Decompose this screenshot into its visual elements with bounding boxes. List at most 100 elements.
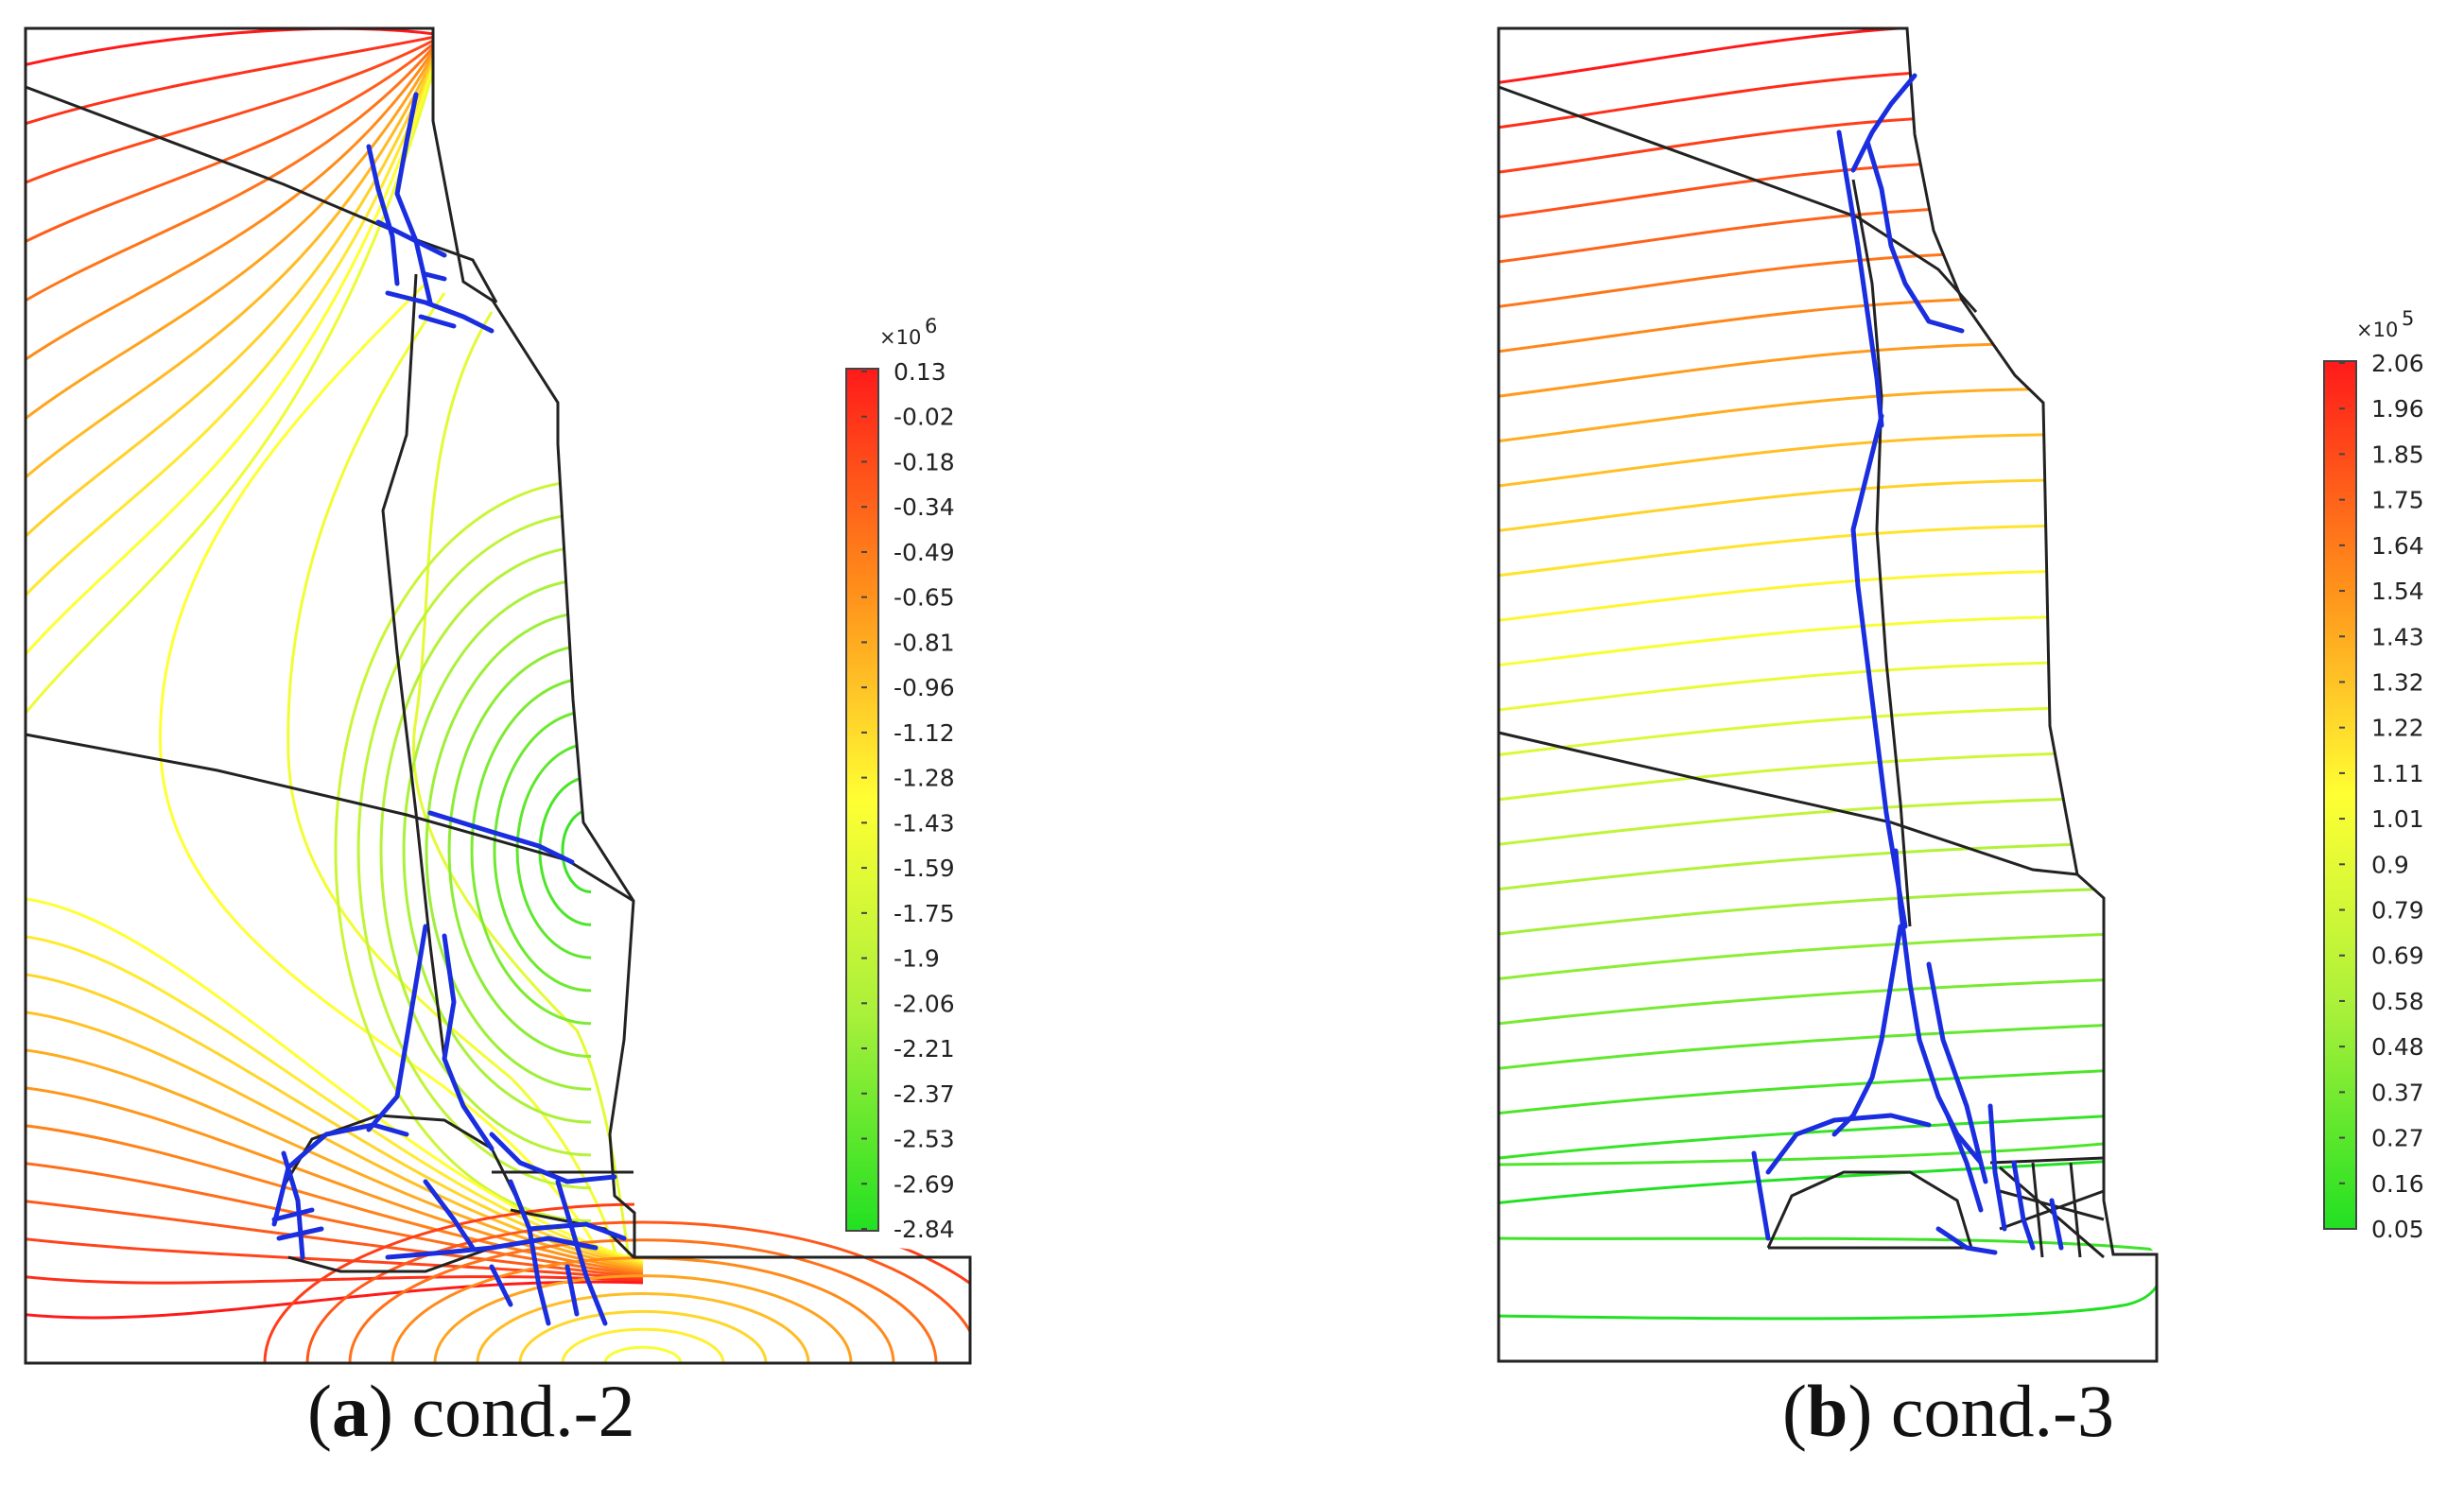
colorbar-tick-label: -1.43 — [894, 809, 955, 837]
contour-line — [1499, 569, 2119, 623]
contour-line — [561, 1327, 725, 1363]
contour-line — [26, 50, 437, 425]
contour-line — [1499, 387, 2119, 443]
contour-line — [1499, 751, 2119, 802]
colorbar-tick-label: 1.85 — [2371, 441, 2424, 468]
crack-paths-b — [1751, 73, 2064, 1255]
contour-line — [1499, 796, 2119, 847]
colorbar-tick-label: 0.13 — [894, 358, 946, 386]
contour-line — [1499, 841, 2119, 891]
contour-line — [1499, 887, 2119, 937]
colorbar-tick-label: 0.27 — [2371, 1125, 2424, 1152]
contour-line — [286, 292, 621, 1268]
contour-line — [26, 1274, 644, 1285]
contour-line — [1499, 433, 2119, 489]
contour-line — [447, 644, 592, 1058]
structure-outline-b — [1497, 26, 2159, 1363]
colorbar-tick-label: -2.53 — [894, 1126, 955, 1153]
contour-line — [26, 35, 436, 128]
contour-line — [1499, 251, 2119, 309]
colorbar-tick-label: 1.43 — [2371, 623, 2424, 650]
colorbar-tick-label: 0.79 — [2371, 897, 2424, 924]
contour-line — [411, 311, 631, 1258]
contour-line — [26, 972, 644, 1268]
contour-line — [334, 479, 592, 1222]
contour-line — [1499, 478, 2119, 533]
contour-line — [26, 896, 644, 1264]
contour-line — [26, 1123, 644, 1275]
contour-line — [476, 1292, 810, 1363]
colorbar-tick-label: -0.96 — [894, 674, 955, 701]
caption-text-a: cond.-2 — [411, 1370, 635, 1452]
colorbar-tick-label: 0.05 — [2371, 1216, 2424, 1243]
colorbar-multiplier-a: ×10 — [879, 326, 921, 349]
caption-b: (b) cond.-3 — [1782, 1370, 2114, 1452]
colorbar-tick-label: 2.06 — [2371, 350, 2424, 377]
contour-line — [26, 64, 437, 722]
colorbar-tick-label: -1.28 — [894, 765, 955, 792]
contour-line — [515, 742, 592, 959]
colorbar-multiplier-b: ×10 — [2356, 319, 2398, 341]
colorbar-tick-label: 1.22 — [2371, 715, 2424, 742]
crack-paths-a — [271, 92, 627, 1326]
contour-line — [379, 544, 592, 1157]
colorbar-tick-label: 1.11 — [2371, 760, 2424, 787]
contour-line — [1499, 977, 2119, 1026]
contour-line — [1499, 1142, 2105, 1166]
contour-line — [26, 41, 436, 247]
caption-a: (a) cond.-2 — [307, 1370, 635, 1452]
contour-line — [1499, 1253, 2157, 1321]
contour-line — [561, 808, 592, 893]
contour-line — [159, 282, 607, 1268]
caption-letter-a: a — [331, 1370, 369, 1452]
colorbar-tick-label: -0.02 — [894, 404, 955, 431]
colorbar-tick-label: -0.65 — [894, 584, 955, 612]
colorbar-tick-label: -0.18 — [894, 448, 955, 475]
contour-line — [518, 1309, 768, 1363]
contour-line — [1499, 204, 2119, 265]
colorbar-tick-label: 1.64 — [2371, 532, 2424, 560]
colorbar-tick-label: 1.96 — [2371, 395, 2424, 423]
contour-line — [26, 59, 437, 604]
colorbar-tick-label: -2.21 — [894, 1035, 955, 1063]
contour-line — [1499, 660, 2119, 713]
colorbar-tick-label: -1.12 — [894, 719, 955, 747]
colorbar-tick-label: -1.75 — [894, 900, 955, 927]
colorbar-tick-label: 1.75 — [2371, 487, 2424, 514]
colorbar-exponent-a: 6 — [925, 315, 937, 337]
contour-line — [26, 47, 437, 366]
contour-line — [603, 1345, 683, 1363]
contour-line — [470, 676, 592, 1026]
colorbar-a: ×10 6 0.13-0.02-0.18-0.34-0.49-0.65-0.81… — [845, 315, 955, 1243]
colorbar-b: ×10 5 2.061.961.851.751.641.541.431.321.… — [2323, 307, 2424, 1243]
colorbar-tick-label: 0.48 — [2371, 1033, 2424, 1061]
contour-line — [1499, 614, 2119, 667]
contour-line — [1499, 28, 2119, 85]
colorbar-tick-label: 0.9 — [2371, 851, 2409, 878]
colorbar-tick-label: 1.32 — [2371, 668, 2424, 696]
colorbar-tick-label: -0.34 — [894, 493, 955, 521]
colorbar-ticks-b: 2.06 1.96 1.85 1.75 1.64 1.54 1.43 1.32 1.22 1.11… — [2339, 350, 2424, 1243]
colorbar-tick-label: 1.54 — [2371, 578, 2424, 605]
contour-line — [1499, 1236, 2157, 1252]
colorbar-tick-label: -2.69 — [894, 1170, 955, 1198]
colorbar-tick-label: 1.01 — [2371, 805, 2424, 833]
contour-line — [26, 38, 436, 187]
colorbar-ticks-a: 0.13-0.02-0.18-0.34-0.49-0.65-0.81-0.96-… — [861, 358, 955, 1243]
colorbar-tick-label: 0.58 — [2371, 988, 2424, 1015]
contour-line — [1499, 296, 2119, 354]
contour-line — [26, 56, 437, 544]
colorbar-gradient-a — [845, 368, 879, 1232]
contour-line — [348, 1238, 938, 1363]
contour-line — [1499, 932, 2119, 981]
colorbar-gradient-b — [2323, 360, 2357, 1230]
colorbar-tick-label: -2.37 — [894, 1080, 955, 1108]
contour-line — [1499, 1114, 2119, 1161]
caption-text-b: cond.-3 — [1890, 1370, 2114, 1452]
contour-line — [356, 511, 592, 1190]
contour-line — [1499, 1068, 2119, 1115]
contour-lines-a — [26, 28, 970, 1363]
colorbar-tick-label: -0.81 — [894, 629, 955, 656]
colorbar-tick-label: -2.06 — [894, 990, 955, 1017]
